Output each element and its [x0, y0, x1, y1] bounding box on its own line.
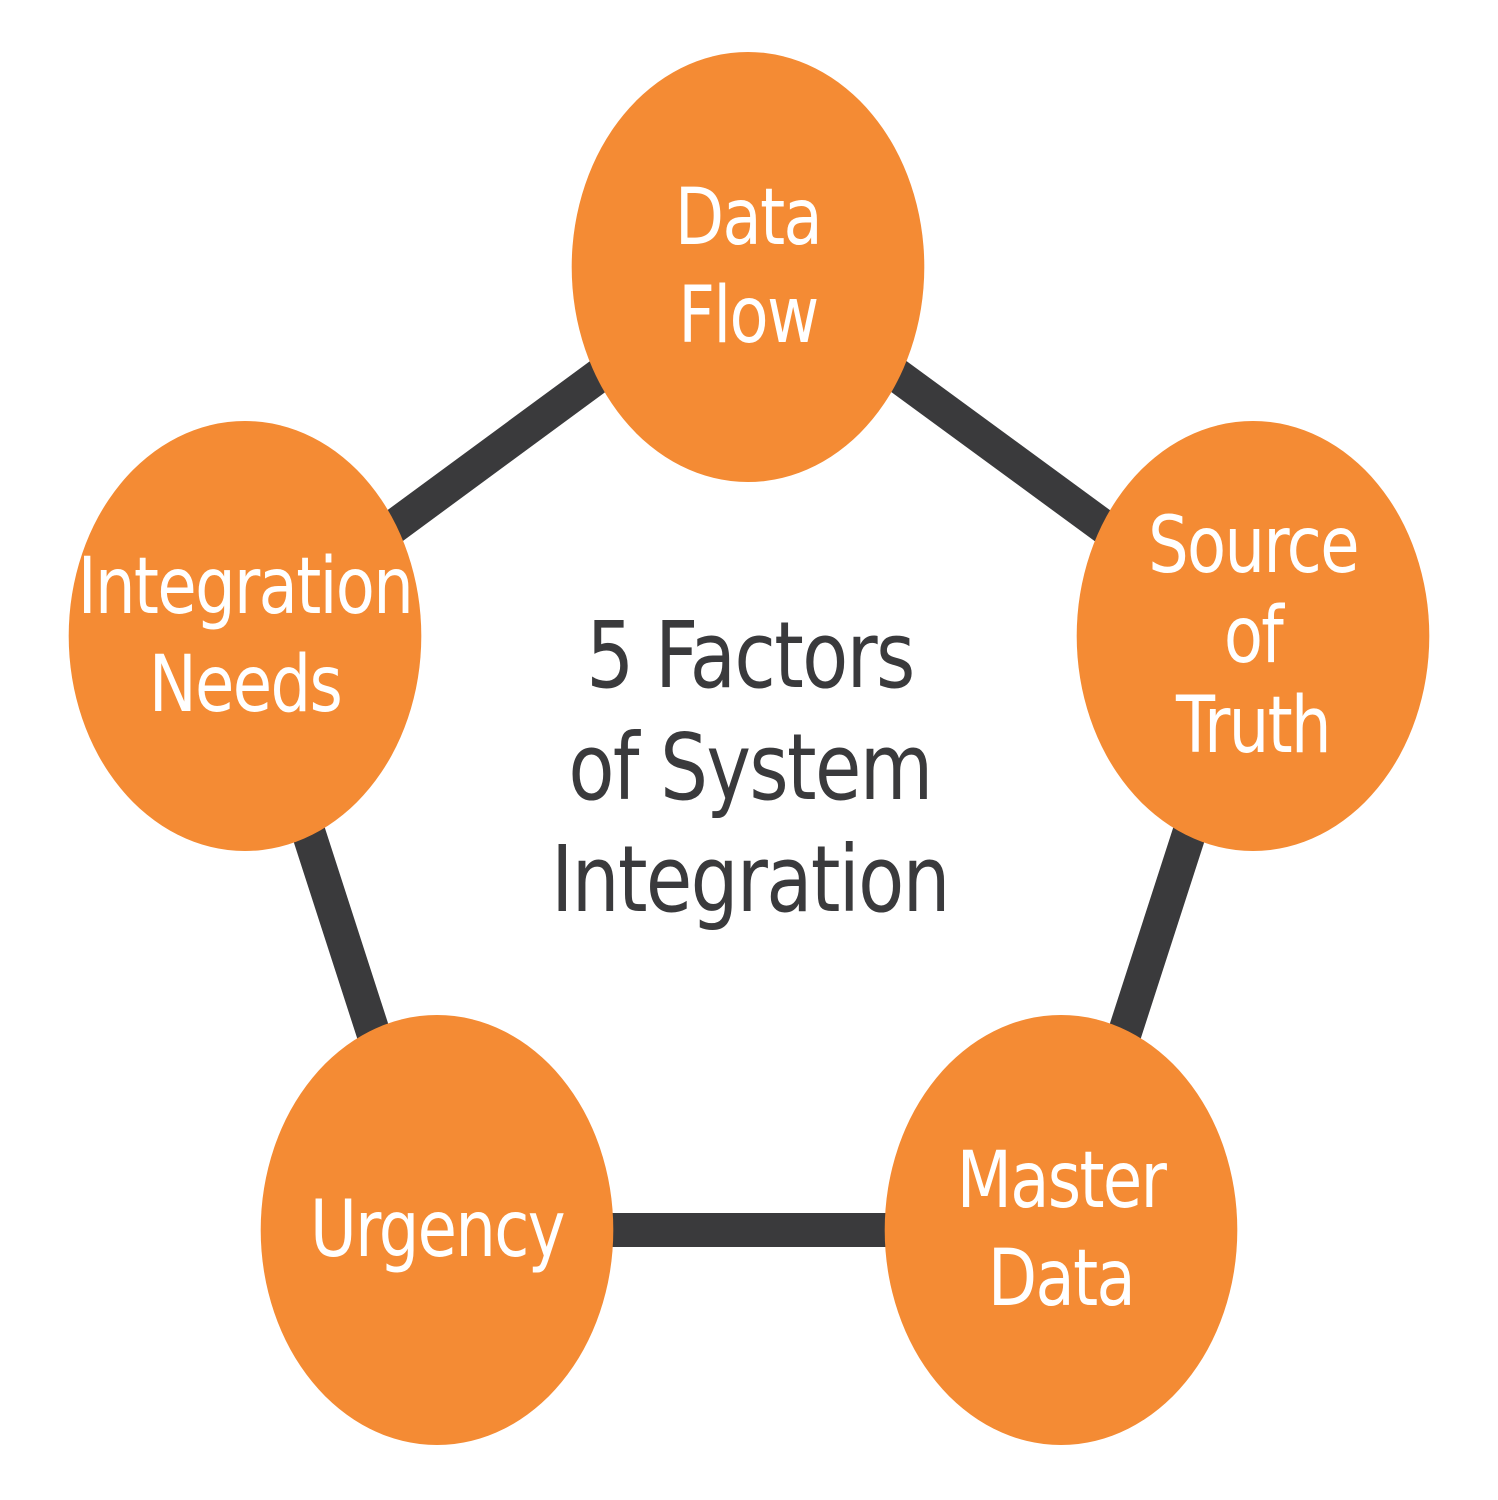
- node-source-of-truth: Source of Truth: [1076, 421, 1430, 851]
- node-label-master-data: Master Data: [956, 1136, 1167, 1324]
- diagram-title: 5 Factors of System Integration: [500, 600, 1000, 936]
- node-master-data: Master Data: [884, 1015, 1238, 1445]
- title-line-2: of System: [568, 714, 933, 821]
- node-label-integration-needs: Integration Needs: [77, 542, 414, 730]
- node-label-urgency: Urgency: [309, 1185, 566, 1275]
- node-integration-needs: Integration Needs: [68, 421, 422, 851]
- node-label-data-flow: Data Flow: [674, 173, 823, 361]
- node-label-source-of-truth: Source of Truth: [1148, 501, 1359, 771]
- node-urgency: Urgency: [260, 1015, 614, 1445]
- node-data-flow: Data Flow: [571, 52, 925, 482]
- title-line-3: Integration: [551, 826, 950, 933]
- title-line-1: 5 Factors: [586, 602, 915, 709]
